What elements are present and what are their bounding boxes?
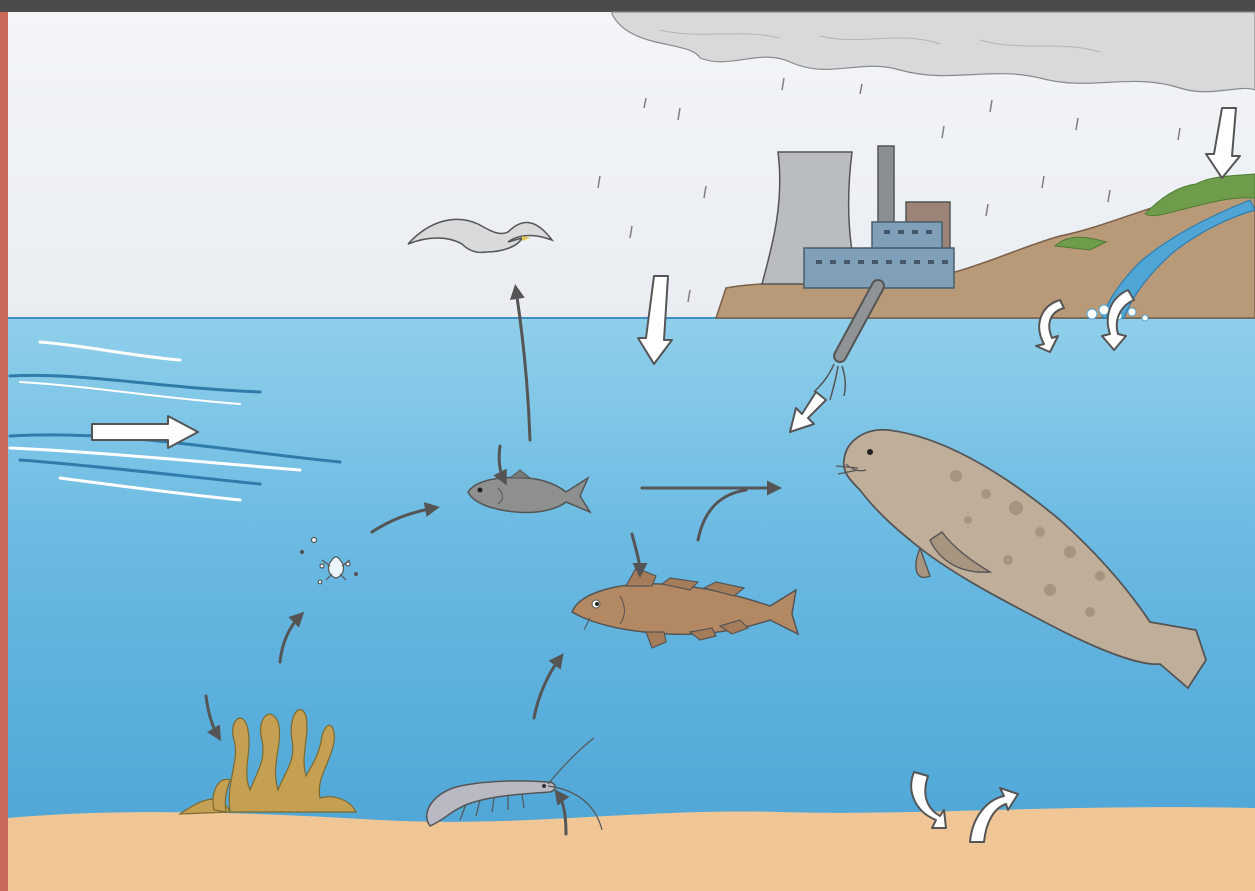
left-border (0, 0, 8, 891)
seafloor (8, 807, 1255, 891)
top-bar (0, 0, 1255, 12)
